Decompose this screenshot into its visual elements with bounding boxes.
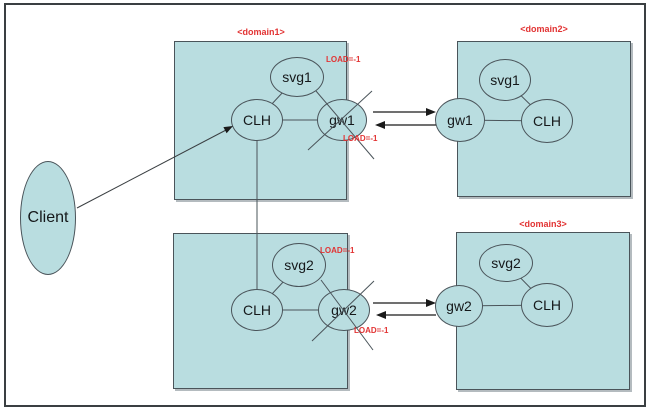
node-domain3-svg2: svg2 bbox=[479, 244, 533, 282]
node-domain3-gw2: gw2 bbox=[435, 285, 483, 327]
node-domain2-svg1: svg1 bbox=[479, 59, 531, 101]
client-arrow-line bbox=[76, 128, 229, 209]
domain2-label: <domain2> bbox=[520, 24, 568, 34]
node-lowerleft-clh: CLH bbox=[231, 289, 283, 331]
failure-cross-gw2 bbox=[311, 279, 375, 351]
node-domain3-clh: CLH bbox=[521, 283, 573, 327]
load-annotation-gw1-bottom: LOAD=-1 bbox=[343, 134, 378, 143]
domain1-label: <domain1> bbox=[237, 27, 285, 37]
failure-cross-gw1 bbox=[307, 90, 375, 160]
node-domain1-svg1: svg1 bbox=[270, 57, 324, 97]
load-annotation-gw2-top: LOAD=-1 bbox=[320, 246, 355, 255]
node-domain1-clh: CLH bbox=[231, 99, 283, 141]
domain3-label: <domain3> bbox=[519, 219, 567, 229]
arrow-left-head bbox=[376, 311, 386, 319]
arrow-left-head bbox=[375, 121, 385, 129]
cross-line bbox=[320, 279, 374, 351]
arrow-right-head bbox=[426, 108, 436, 116]
cross-line bbox=[311, 280, 375, 342]
arrow-right-head bbox=[426, 299, 436, 307]
node-domain2-clh: CLH bbox=[521, 99, 573, 143]
gw1-bidirectional-arrows bbox=[373, 108, 436, 129]
node-domain2-gw1: gw1 bbox=[435, 98, 485, 142]
node-lowerleft-svg2: svg2 bbox=[272, 243, 326, 287]
cross-line bbox=[315, 90, 375, 160]
cross-line bbox=[307, 90, 373, 151]
client-to-clh-arrow bbox=[76, 126, 233, 209]
load-annotation-gw1-top: LOAD=-1 bbox=[326, 55, 361, 64]
load-annotation-gw2-bottom: LOAD=-1 bbox=[354, 326, 389, 335]
client-arrow-head bbox=[223, 126, 233, 134]
client-node: Client bbox=[20, 161, 76, 275]
outer-border bbox=[4, 3, 646, 407]
gw2-bidirectional-arrows bbox=[373, 299, 436, 319]
